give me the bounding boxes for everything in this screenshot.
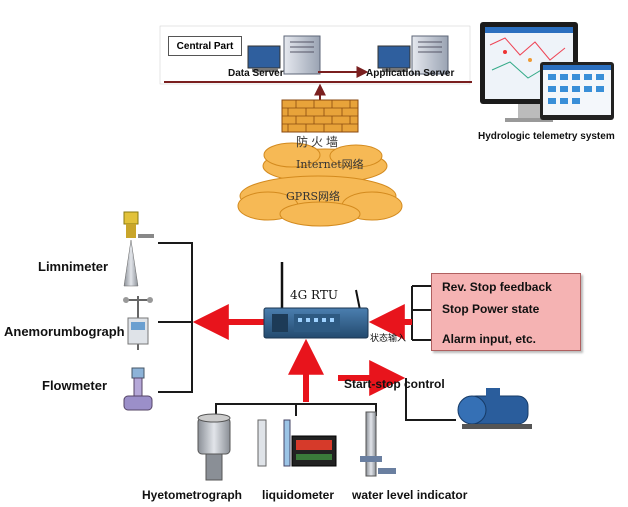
rtu-label: 4G RTU	[290, 288, 338, 302]
network-cloud	[237, 142, 403, 227]
limnimeter-icon	[123, 211, 154, 287]
liquidometer-label: liquidometer	[262, 488, 335, 502]
start-stop-control-label: Start-stop control	[344, 377, 445, 391]
flowmeter-label: Flowmeter	[42, 378, 108, 393]
anemorumbograph-label: Anemorumbograph	[4, 324, 125, 339]
rtu-device-icon	[263, 262, 369, 339]
application-server-label: Application Server	[366, 68, 455, 79]
telemetry-monitor-icon	[480, 22, 614, 122]
left-sensor-bracket	[158, 242, 193, 393]
gprs-cloud-label: GPRS网络	[286, 190, 341, 203]
application-server-icon	[377, 35, 449, 75]
pump-link-line	[405, 378, 456, 421]
status-input-box: Rev. Stop feedback Stop Power state Alar…	[431, 273, 581, 351]
status-input-item: Stop Power state	[442, 302, 540, 316]
hyetometrograph-icon	[197, 413, 231, 481]
internet-cloud-label: Internet网络	[296, 158, 364, 171]
central-part-label: Central Part	[168, 36, 242, 56]
hyetometrograph-label: Hyetometrograph	[142, 488, 243, 502]
bottom-sensor-bracket	[215, 403, 377, 416]
anemorumbograph-icon	[123, 296, 153, 350]
flowmeter-icon	[123, 367, 153, 411]
pump-icon	[457, 388, 532, 429]
data-server-label: Data Server	[228, 68, 284, 79]
firewall-icon	[281, 99, 359, 133]
firewall-label: 防火墙	[296, 135, 342, 149]
status-input-item: Alarm input, etc.	[442, 332, 537, 346]
water-level-indicator-label: water level indicator	[352, 488, 468, 502]
limnimeter-label: Limnimeter	[38, 259, 109, 274]
liquidometer-icon	[257, 419, 337, 467]
data-server-icon	[247, 35, 321, 75]
water-level-indicator-icon	[360, 411, 396, 477]
status-port-label: 状态输入	[370, 334, 407, 344]
status-input-item: Rev. Stop feedback	[442, 280, 552, 294]
telemetry-system-label: Hydrologic telemetry system	[478, 131, 615, 142]
